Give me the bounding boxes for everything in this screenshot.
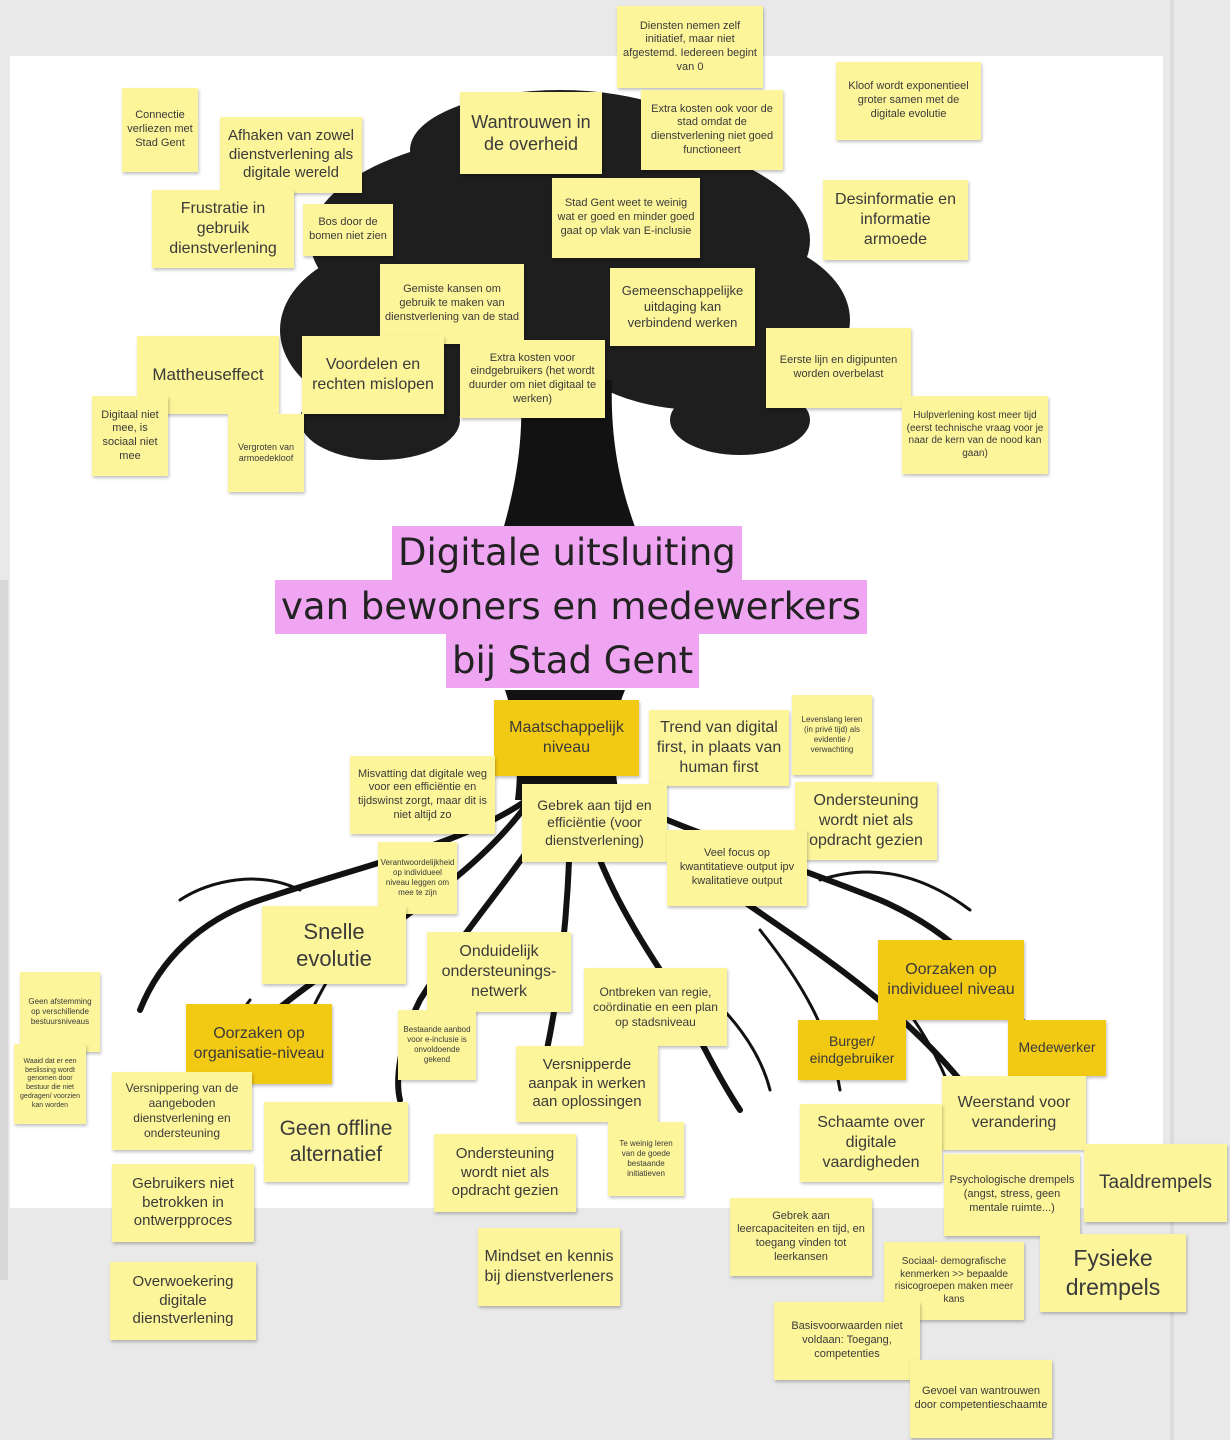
sticky-note[interactable]: Taaldrempels	[1084, 1144, 1227, 1222]
sticky-note[interactable]: Snelle evolutie	[262, 906, 406, 984]
sticky-note[interactable]: Veel focus op kwantitatieve output ipv k…	[667, 830, 807, 906]
sticky-note[interactable]: Misvatting dat digitale weg voor een eff…	[350, 756, 495, 834]
sticky-note[interactable]: Gebrek aan leercapaciteiten en tijd, en …	[730, 1198, 872, 1276]
sticky-note[interactable]: Mindset en kennis bij dienstverleners	[478, 1228, 620, 1306]
sticky-note[interactable]: Desinformatie en informatie armoede	[823, 180, 968, 260]
sticky-note[interactable]: Schaamte over digitale vaardigheden	[800, 1104, 942, 1182]
sticky-note[interactable]: Ondersteuning wordt niet als opdracht ge…	[434, 1134, 576, 1212]
sticky-note[interactable]: Ontbreken van regie, coördinatie en een …	[584, 968, 727, 1046]
sticky-note[interactable]: Fysieke drempels	[1040, 1234, 1186, 1312]
sticky-note[interactable]: Stad Gent weet te weinig wat er goed en …	[552, 178, 700, 258]
sticky-note[interactable]: Diensten nemen zelf initiatief, maar nie…	[617, 6, 763, 88]
sticky-note[interactable]: Eerste lijn en digipunten worden overbel…	[766, 328, 911, 408]
sticky-note[interactable]: Oorzaken op individueel niveau	[878, 940, 1024, 1020]
sticky-note[interactable]: Medewerker	[1008, 1020, 1106, 1076]
sticky-note[interactable]: Waaid dat er een beslissing wordt genome…	[14, 1044, 86, 1124]
sticky-note[interactable]: Wantrouwen in de overheid	[460, 92, 602, 174]
sticky-note[interactable]: Te weinig leren van de goede bestaande i…	[608, 1122, 684, 1196]
sticky-note[interactable]: Digitaal niet mee, is sociaal niet mee	[92, 396, 168, 476]
sticky-note[interactable]: Oorzaken op organisatie-niveau	[186, 1004, 332, 1084]
sticky-note[interactable]: Gebruikers niet betrokken in ontwerpproc…	[112, 1164, 254, 1242]
sticky-note[interactable]: Verantwoordelijkheid op individueel nive…	[378, 842, 457, 914]
sticky-note[interactable]: Burger/ eindgebruiker	[798, 1020, 906, 1080]
sticky-note[interactable]: Geen afstemming op verschillende bestuur…	[20, 972, 100, 1052]
title-line-3: bij Stad Gent	[446, 634, 700, 688]
sticky-note[interactable]: Vergroten van armoedekloof	[228, 414, 304, 492]
sticky-note[interactable]: Onduidelijk ondersteunings-netwerk	[427, 932, 571, 1012]
sticky-note[interactable]: Overwoekering digitale dienstverlening	[110, 1262, 256, 1340]
sticky-note[interactable]: Extra kosten ook voor de stad omdat de d…	[641, 90, 783, 170]
sticky-note[interactable]: Levenslang leren (in privé tijd) als evi…	[792, 695, 872, 775]
sticky-note[interactable]: Gebrek aan tijd en efficiëntie (voor die…	[522, 784, 667, 862]
sticky-note[interactable]: Basisvoorwaarden niet voldaan: Toegang, …	[774, 1302, 920, 1380]
sticky-note[interactable]: Bestaande aanbod voor e-inclusie is onvo…	[398, 1010, 476, 1080]
sticky-note[interactable]: Kloof wordt exponentieel groter samen me…	[836, 62, 981, 140]
sticky-note[interactable]: Hulpverlening kost meer tijd (eerst tech…	[902, 396, 1048, 474]
sticky-note[interactable]: Extra kosten voor eindgebruikers (het wo…	[460, 340, 605, 418]
sticky-note[interactable]: Weerstand voor verandering	[942, 1076, 1086, 1150]
sticky-note[interactable]: Versnipperde aanpak in werken aan oploss…	[516, 1046, 658, 1122]
sticky-note[interactable]: Frustratie in gebruik dienstverlening	[152, 190, 294, 268]
title-line-1: Digitale uitsluiting	[392, 526, 742, 580]
sticky-note[interactable]: Afhaken van zowel dienstverlening als di…	[220, 117, 362, 193]
sticky-note[interactable]: Trend van digital first, in plaats van h…	[649, 710, 789, 786]
sticky-note[interactable]: Ondersteuning wordt niet als opdracht ge…	[795, 782, 937, 860]
sticky-note[interactable]: Gemiste kansen om gebruik te maken van d…	[380, 264, 524, 344]
sticky-note[interactable]: Versnippering van de aangeboden dienstve…	[112, 1072, 252, 1150]
sticky-note[interactable]: Gemeenschappelijke uitdaging kan verbind…	[610, 268, 755, 346]
sticky-note[interactable]: Bos door de bomen niet zien	[303, 204, 393, 256]
sticky-note[interactable]: Gevoel van wantrouwen door competentiesc…	[910, 1360, 1052, 1438]
title-line-2: van bewoners en medewerkers	[275, 580, 868, 634]
sticky-note[interactable]: Geen offline alternatief	[264, 1102, 408, 1182]
sticky-note[interactable]: Sociaal- demografische kenmerken >> bepa…	[884, 1242, 1024, 1320]
sticky-note[interactable]: Connectie verliezen met Stad Gent	[122, 88, 198, 172]
sticky-note[interactable]: Voordelen en rechten mislopen	[302, 336, 444, 414]
sticky-note[interactable]: Psychologische drempels (angst, stress, …	[944, 1154, 1080, 1236]
sticky-note[interactable]: Maatschappelijk niveau	[494, 700, 639, 776]
